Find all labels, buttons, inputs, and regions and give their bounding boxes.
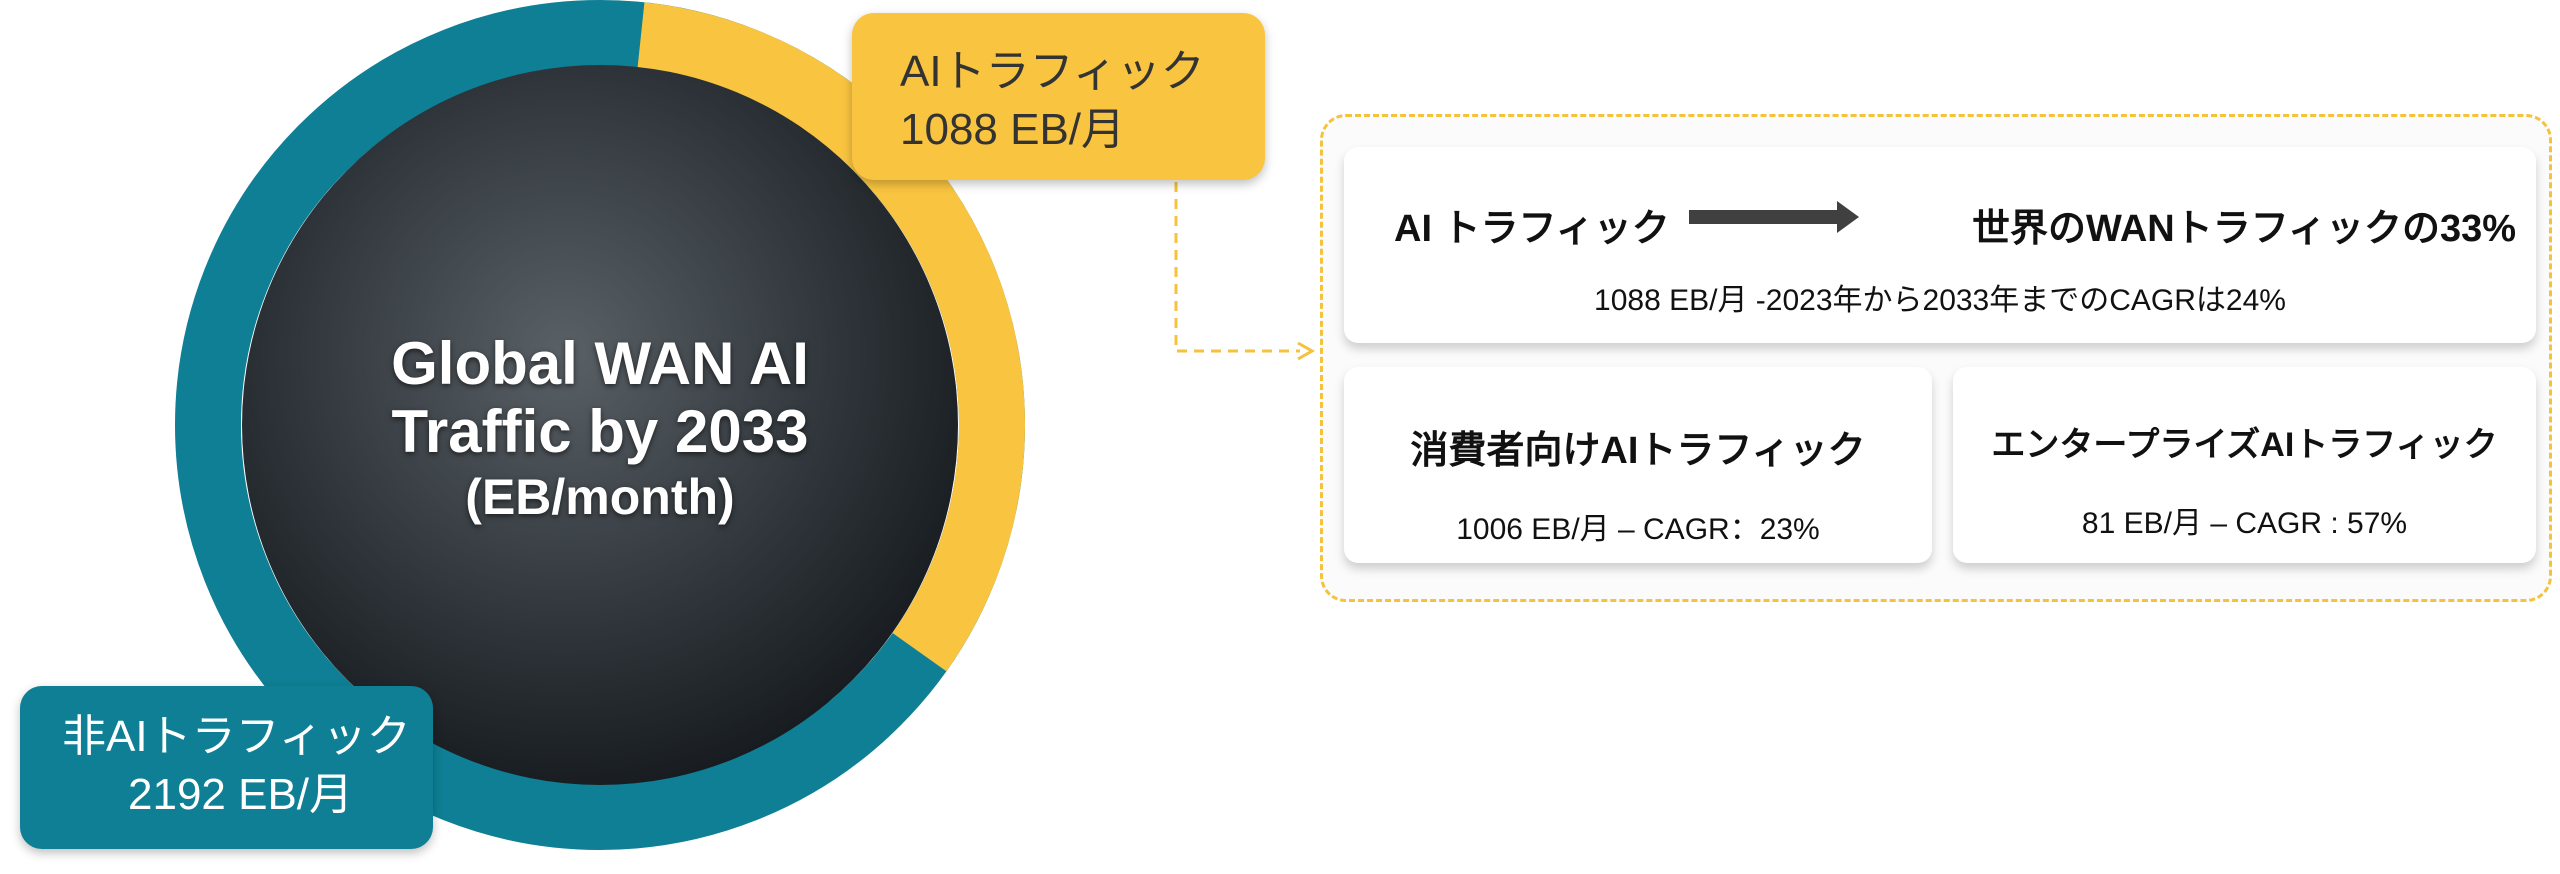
connector-arrow [1174, 182, 1300, 353]
ai-label-title: AIトラフィック [900, 47, 1205, 96]
earth-globe-image [242, 65, 958, 785]
center-title: Global WAN AI Traffic by 2033 (EB/month) [330, 330, 870, 528]
enterprise-ai-card: エンタープライズAIトラフィック 81 EB/月 – CAGR : 57% [1953, 367, 2536, 563]
non-ai-label-title: 非AIトラフィック [62, 712, 411, 761]
ai-traffic-heading: AI トラフィック [1394, 208, 1670, 250]
ai-share-card: AI トラフィック 世界のWANトラフィックの33% 1088 EB/月 -20… [1344, 147, 2536, 343]
wan-share-text: 世界のWANトラフィックの33% [1972, 208, 2516, 250]
title-line-1: Global WAN AI [391, 330, 809, 397]
enterprise-ai-detail: 81 EB/月 – CAGR : 57% [2081, 507, 2408, 540]
consumer-ai-title: 消費者向けAIトラフィック [1410, 430, 1866, 472]
right-arrow-icon [1689, 201, 1859, 233]
consumer-ai-card: 消費者向けAIトラフィック 1006 EB/月 – CAGR：23% [1344, 367, 1932, 563]
title-line-2: Traffic by 2033 [391, 398, 809, 465]
ai-segment [637, 2, 1025, 672]
enterprise-ai-title: エンタープライズAIトラフィック [1991, 426, 2498, 464]
consumer-ai-detail: 1006 EB/月 – CAGR：23% [1456, 513, 1820, 546]
non-ai-label-value: 2192 EB/月 [128, 770, 354, 819]
ai-traffic-detail: 1088 EB/月 -2023年から2033年までのCAGRは24% [1594, 284, 2286, 317]
ai-traffic-label: AIトラフィック 1088 EB/月 [852, 13, 1265, 180]
title-unit: (EB/month) [465, 469, 735, 525]
traffic-donut [175, 0, 1316, 850]
arrowhead-icon [1297, 341, 1316, 361]
non-ai-traffic-label: 非AIトラフィック 2192 EB/月 [20, 686, 433, 849]
ai-label-value: 1088 EB/月 [900, 105, 1126, 154]
